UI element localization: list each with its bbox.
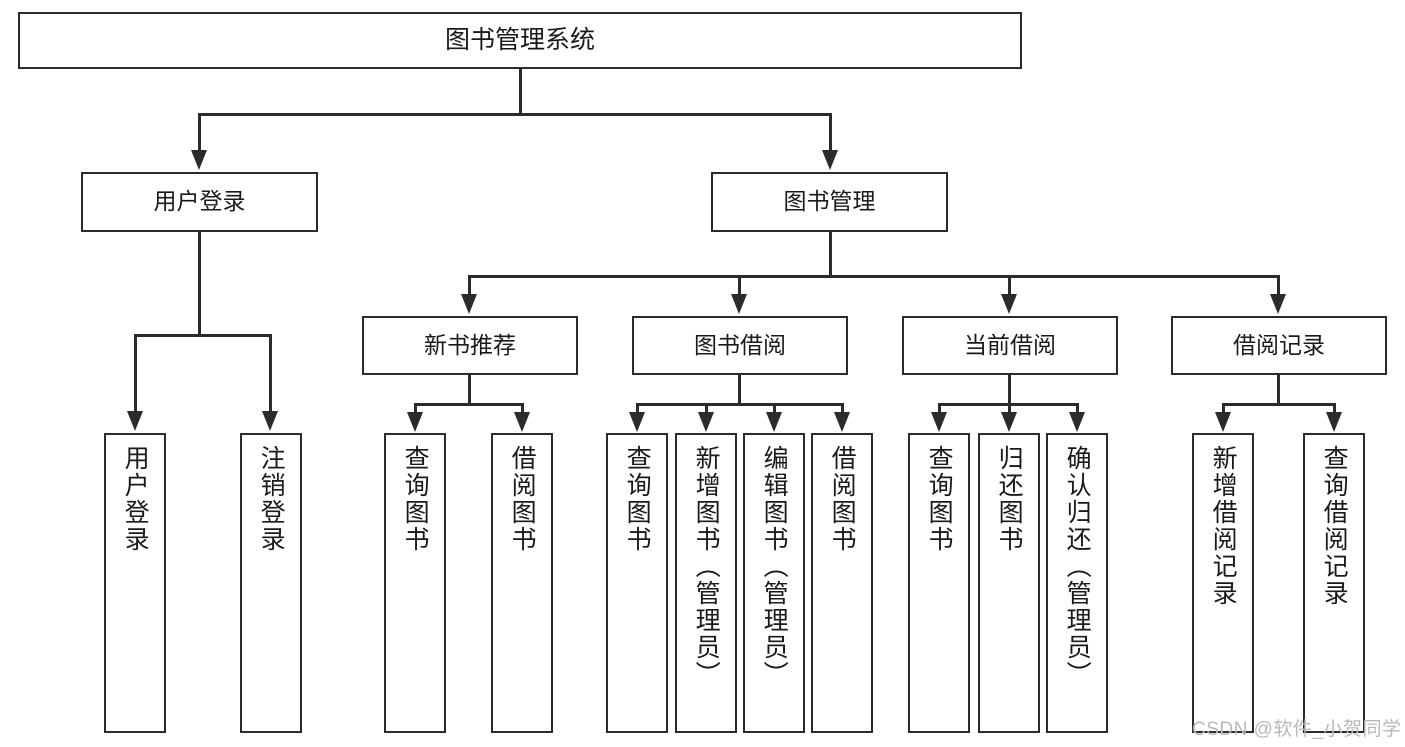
- node-label: 借阅图书: [828, 445, 857, 553]
- arrow-new-book-leaf-2: [514, 412, 530, 432]
- node-borrow-record[interactable]: 借阅记录: [1171, 316, 1387, 375]
- node-label: 用户登录: [153, 188, 246, 215]
- connector-book-borrow-branch-3: [773, 403, 776, 415]
- arrow-borrow-record-leaf-1: [1215, 412, 1231, 432]
- connector-book-borrow-branch-2: [705, 403, 708, 415]
- connector-book-borrow-stem: [738, 375, 741, 405]
- connector-root-to-book-manage: [829, 113, 832, 152]
- leaf-book-borrow-edit[interactable]: 编辑图书（管理员）: [743, 433, 805, 733]
- arrow-current-borrow-leaf-1: [931, 412, 947, 432]
- connector-user-login-branch-2: [269, 334, 272, 413]
- connector-current-borrow-branch-2: [1008, 403, 1011, 415]
- arrow-current-borrow-leaf-2: [1001, 412, 1017, 432]
- leaf-current-borrow-confirm[interactable]: 确认归还（管理员）: [1046, 433, 1108, 733]
- connector-new-book-branch-2: [521, 403, 524, 415]
- connector-book-manage-stem: [829, 232, 832, 276]
- connector-borrow-record-branch-2: [1333, 403, 1336, 415]
- connector-borrow-record-bar: [1222, 403, 1335, 406]
- connector-new-book-stem: [468, 375, 471, 405]
- arrow-book-borrow-leaf-4: [834, 412, 850, 432]
- connector-book-borrow-branch-1: [636, 403, 639, 415]
- node-label: 新增借阅记录: [1209, 445, 1238, 607]
- arrow-current-borrow-leaf-3: [1069, 412, 1085, 432]
- arrow-new-book-leaf-1: [407, 412, 423, 432]
- leaf-book-borrow-borrow[interactable]: 借阅图书: [811, 433, 873, 733]
- leaf-current-borrow-query[interactable]: 查询图书: [908, 433, 970, 733]
- leaf-user-login-logout[interactable]: 注销登录: [240, 433, 302, 733]
- node-label: 借阅记录: [1233, 331, 1325, 358]
- node-current-borrow[interactable]: 当前借阅: [902, 316, 1118, 375]
- node-root-system[interactable]: 图书管理系统: [18, 12, 1022, 69]
- leaf-new-book-borrow[interactable]: 借阅图书: [491, 433, 553, 733]
- node-user-login[interactable]: 用户登录: [81, 172, 318, 232]
- arrow-user-login-leaf-1: [127, 411, 143, 431]
- node-label: 注销登录: [257, 445, 286, 553]
- connector-borrow-record-branch-1: [1222, 403, 1225, 415]
- node-label: 用户登录: [121, 445, 150, 553]
- leaf-borrow-record-add[interactable]: 新增借阅记录: [1192, 433, 1254, 733]
- connector-current-borrow-branch-3: [1076, 403, 1079, 415]
- connector-book-manage-branch-3: [1008, 275, 1011, 296]
- connector-user-login-bar: [134, 334, 271, 337]
- arrow-book-borrow-leaf-1: [629, 412, 645, 432]
- connector-book-borrow-bar: [636, 403, 843, 406]
- connector-book-manage-branch-1: [468, 275, 471, 296]
- node-label: 归还图书: [995, 445, 1024, 553]
- connector-borrow-record-stem: [1277, 375, 1280, 405]
- node-label: 编辑图书（管理员）: [760, 445, 789, 688]
- node-label: 查询图书: [925, 445, 954, 553]
- connector-current-borrow-branch-1: [938, 403, 941, 415]
- leaf-book-borrow-query[interactable]: 查询图书: [606, 433, 668, 733]
- arrow-user-login-leaf-2: [262, 411, 278, 431]
- connector-root-to-user-login: [198, 113, 201, 152]
- arrow-borrow-record-leaf-2: [1326, 412, 1342, 432]
- leaf-new-book-query[interactable]: 查询图书: [384, 433, 446, 733]
- node-label: 确认归还（管理员）: [1063, 445, 1092, 688]
- connector-new-book-bar: [414, 403, 523, 406]
- node-label: 查询图书: [401, 445, 430, 553]
- node-label: 借阅图书: [508, 445, 537, 553]
- connector-root-stem: [519, 69, 522, 114]
- connector-user-login-branch-1: [134, 334, 137, 413]
- node-label: 图书管理系统: [444, 25, 595, 54]
- arrow-book-manage-cat-3: [1001, 294, 1017, 314]
- node-label: 新书推荐: [424, 331, 516, 358]
- node-new-book-recommend[interactable]: 新书推荐: [362, 316, 578, 375]
- connector-book-manage-branch-4: [1277, 275, 1280, 296]
- connector-new-book-branch-1: [414, 403, 417, 415]
- connector-book-manage-branch-2: [738, 275, 741, 296]
- node-label: 查询图书: [623, 445, 652, 553]
- arrow-book-borrow-leaf-3: [766, 412, 782, 432]
- connector-root-bar: [198, 113, 831, 116]
- node-book-borrow[interactable]: 图书借阅: [632, 316, 848, 375]
- leaf-current-borrow-return[interactable]: 归还图书: [978, 433, 1040, 733]
- arrow-book-manage-cat-1: [461, 294, 477, 314]
- arrow-root-to-user-login: [191, 150, 207, 170]
- arrow-book-manage-cat-4: [1270, 294, 1286, 314]
- node-label: 图书管理: [783, 188, 876, 215]
- leaf-borrow-record-query[interactable]: 查询借阅记录: [1303, 433, 1365, 733]
- connector-book-borrow-branch-4: [841, 403, 844, 415]
- node-label: 新增图书（管理员）: [692, 445, 721, 688]
- node-label: 图书借阅: [694, 331, 786, 358]
- node-book-management[interactable]: 图书管理: [711, 172, 948, 232]
- node-label: 当前借阅: [964, 331, 1056, 358]
- arrow-book-manage-cat-2: [731, 294, 747, 314]
- watermark-text: CSDN @软件_小贺同学: [1192, 719, 1402, 740]
- leaf-user-login-login[interactable]: 用户登录: [104, 433, 166, 733]
- connector-book-manage-bar: [468, 275, 1279, 278]
- arrow-root-to-book-manage: [822, 150, 838, 170]
- connector-current-borrow-stem: [1008, 375, 1011, 405]
- arrow-book-borrow-leaf-2: [698, 412, 714, 432]
- leaf-book-borrow-add[interactable]: 新增图书（管理员）: [675, 433, 737, 733]
- connector-user-login-stem: [198, 232, 201, 335]
- node-label: 查询借阅记录: [1320, 445, 1349, 607]
